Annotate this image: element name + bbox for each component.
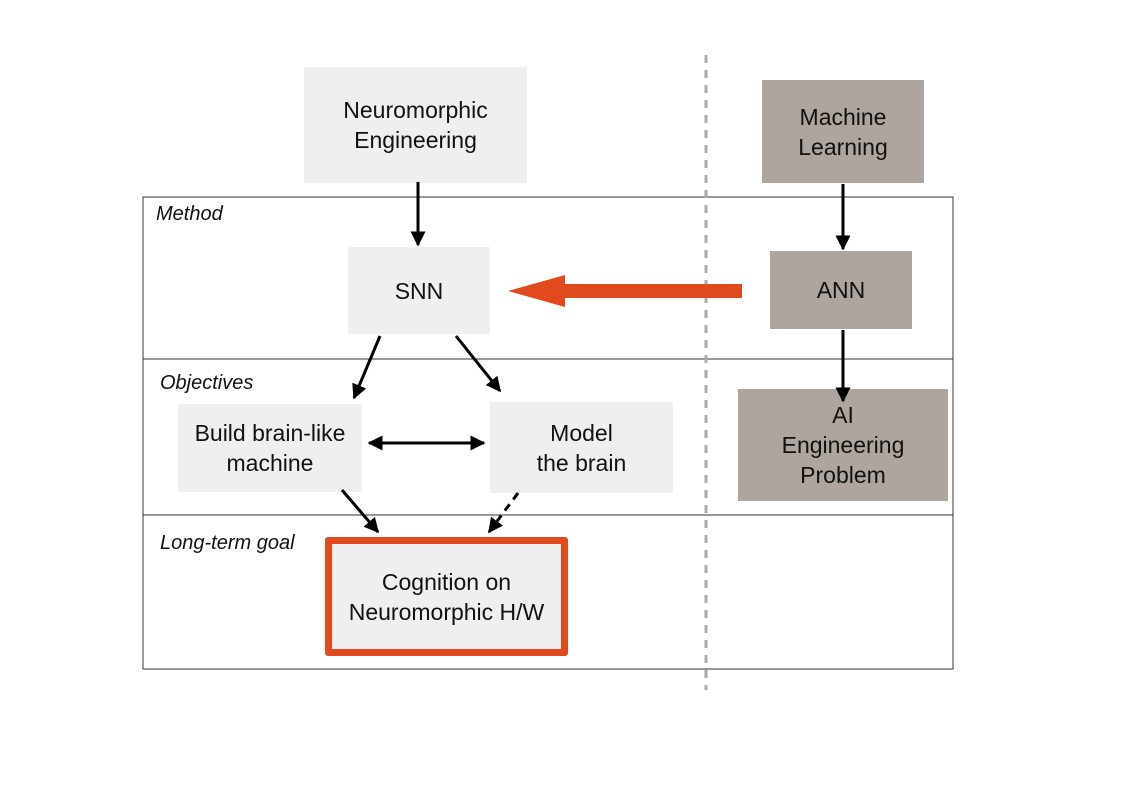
machine-learning-line-2: Learning [798,133,888,160]
ai-engineering-problem-line-3: Problem [800,462,886,488]
long-term-goal-section-label: Long-term goal [160,532,295,554]
model-the-brain-line-1: Model [550,419,613,446]
ann-label: ANN [816,277,866,303]
snn-label: SNN [394,277,444,304]
neuromorphic-engineering-line-2: Engineering [354,127,477,153]
neuromorphic-engineering-node: Neuromorphic Engineering [304,67,527,183]
ai-engineering-problem-line-2: Engineering [781,432,905,458]
snn-node: SNN [348,247,490,334]
objectives-section-label: Objectives [160,372,254,394]
model-the-brain-node: Model the brain [490,402,673,493]
build-brain-like-machine-line-1: Build brain-like [194,420,346,446]
ann-node: ANN [770,251,912,329]
neuromorphic-engineering-line-1: Neuromorphic [343,97,488,123]
method-section-label: Method [156,203,223,225]
model-the-brain-line-2: the brain [536,449,627,476]
long-term-goal-section-frame [142,514,954,670]
build-brain-like-machine-node: Build brain-like machine [178,404,362,492]
cognition-line-2: Neuromorphic H/W [348,598,545,625]
ai-engineering-problem-node: AI Engineering Problem [738,389,948,501]
cognition-line-1: Cognition on [381,568,512,595]
machine-learning-line-1: Machine [799,103,887,130]
build-brain-like-machine-line-2: machine [226,450,314,476]
ai-engineering-problem-line-1: AI [832,402,854,428]
machine-learning-node: Machine Learning [762,80,924,183]
cognition-on-neuromorphic-hw-node: Cognition on Neuromorphic H/W [325,537,568,656]
